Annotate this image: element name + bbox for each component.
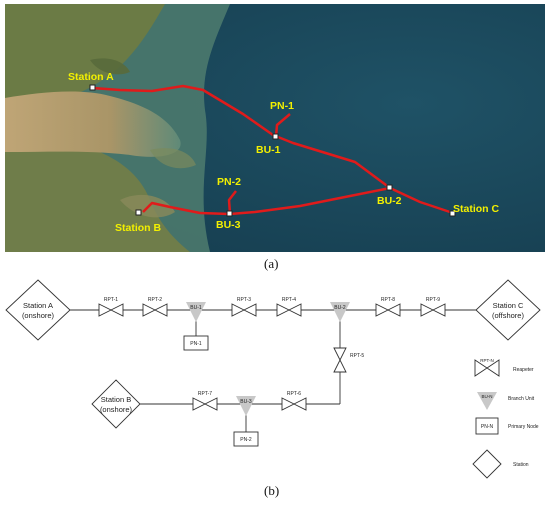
primary-node-pn2 (233, 431, 259, 447)
station-c-marker (449, 210, 456, 217)
station-b-name: Station B (101, 395, 131, 404)
satellite-map (5, 4, 545, 252)
map-label-bu1: BU-1 (256, 144, 281, 156)
cable-trunk-north (92, 84, 391, 190)
map-markers (89, 84, 456, 217)
branch-unit-bu2 (330, 302, 350, 322)
map-label-pn2: PN-2 (217, 176, 241, 188)
station-a-marker (89, 84, 96, 91)
label-rpt2: RPT-2 (148, 297, 162, 303)
map-label-bu2: BU-2 (377, 195, 402, 207)
station-a-type: (onshore) (22, 311, 55, 320)
map-label-station-c: Station C (453, 203, 499, 215)
label-rpt6: RPT-6 (287, 391, 301, 397)
bu1-marker (272, 133, 279, 140)
legend-primary-node-symbol-label: PN-N (481, 424, 494, 430)
repeater-rpt4 (276, 303, 302, 317)
branch-unit-bu1 (186, 302, 206, 322)
legend-station-symbol (472, 449, 502, 479)
legend-primary-node-text: Primary Node (508, 424, 539, 430)
label-pn1: PN-1 (190, 341, 202, 347)
station-b-diamond (91, 379, 141, 429)
repeater-rpt3 (231, 303, 257, 317)
repeater-rpt5 (333, 347, 347, 373)
station-c-diamond (475, 279, 541, 341)
station-a-diamond (5, 279, 71, 341)
schematic-labels: Station A (onshore) Station C (offshore)… (22, 297, 539, 468)
label-rpt3: RPT-3 (237, 297, 251, 303)
station-c-type: (offshore) (492, 311, 524, 320)
station-b-marker (135, 209, 142, 216)
caption-b: (b) (264, 483, 280, 498)
label-rpt4: RPT-4 (282, 297, 296, 303)
schematic-diagram (5, 279, 541, 479)
repeater-rpt6 (281, 397, 307, 411)
map-label-pn1: PN-1 (270, 100, 294, 112)
repeater-rpt2 (142, 303, 168, 317)
cable-spur-pn2 (227, 190, 237, 215)
branch-unit-bu3 (236, 396, 256, 416)
label-rpt7: RPT-7 (198, 391, 212, 397)
cable-to-station-c (389, 186, 454, 215)
label-rpt8: RPT-8 (381, 297, 395, 303)
legend-repeater-symbol-label: RPT-N (480, 358, 494, 363)
caption-a: (a) (264, 256, 279, 271)
south-land (5, 145, 190, 252)
label-rpt5: RPT-5 (350, 353, 364, 359)
urban-area (90, 58, 130, 75)
repeater-rpt7 (192, 397, 218, 411)
primary-node-pn1 (183, 335, 209, 351)
legend-branch-unit-symbol-label: BU-N (482, 394, 493, 399)
label-bu3: BU-3 (240, 399, 252, 405)
station-a-name: Station A (23, 301, 53, 310)
repeater-rpt1 (98, 303, 124, 317)
legend-branch-unit-symbol (477, 392, 497, 410)
station-b-type: (onshore) (100, 405, 133, 414)
island (150, 148, 196, 169)
legend-repeater-symbol (474, 359, 500, 377)
map-label-station-a: Station A (68, 71, 114, 83)
bu3-marker (226, 210, 233, 217)
legend-station-text: Station (513, 462, 529, 468)
repeater-rpt8 (375, 303, 401, 317)
legend-primary-node-symbol (475, 417, 499, 435)
north-land (5, 4, 165, 100)
estuary-silt (5, 91, 181, 157)
label-rpt1: RPT-1 (104, 297, 118, 303)
label-bu2: BU-2 (334, 305, 346, 311)
repeater-rpt9 (420, 303, 446, 317)
map-label-station-b: Station B (115, 222, 161, 234)
label-bu1: BU-1 (190, 305, 202, 311)
label-pn2: PN-2 (240, 437, 252, 443)
label-rpt9: RPT-9 (426, 297, 440, 303)
bu2-marker (386, 184, 393, 191)
station-c-name: Station C (493, 301, 524, 310)
map-label-bu3: BU-3 (216, 219, 241, 231)
legend-repeater-text: Reapeter (513, 367, 534, 373)
legend-branch-unit-text: Branch Unit (508, 396, 535, 402)
map-labels: Station A Station B Station C BU-1 BU-2 … (68, 71, 499, 234)
cable-spur-pn1 (274, 113, 291, 138)
